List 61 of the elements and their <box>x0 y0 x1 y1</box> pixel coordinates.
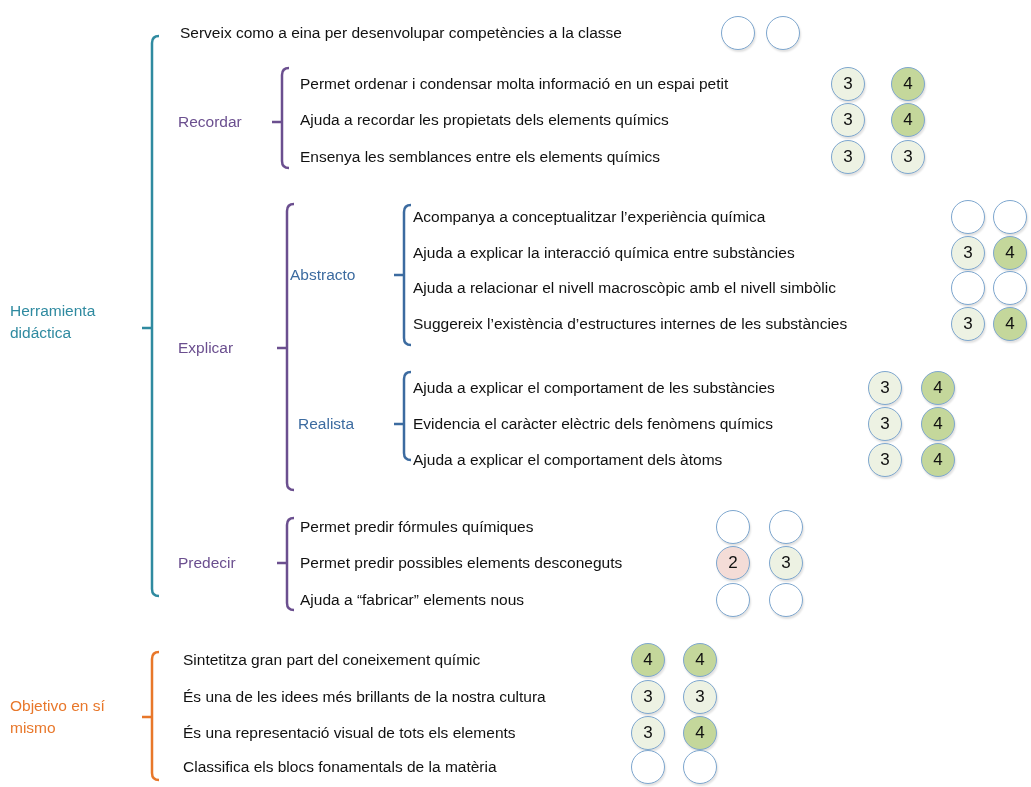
score-circle: 3 <box>868 371 902 405</box>
score-circle: 2 <box>716 546 750 580</box>
empty-circle <box>716 583 750 617</box>
score-circle: 3 <box>951 236 985 270</box>
item-text: És una de les idees més brillants de la nostra cultura <box>183 685 546 709</box>
score-circle: 4 <box>921 407 955 441</box>
score-circle: 4 <box>683 643 717 677</box>
score-circle: 4 <box>921 443 955 477</box>
empty-circle <box>993 271 1027 305</box>
score-circle: 4 <box>683 716 717 750</box>
category-label: Predecir <box>178 551 236 575</box>
score-circle: 3 <box>831 67 865 101</box>
item-text: Classifica els blocs fonamentals de la matèria <box>183 755 497 779</box>
score-circle: 4 <box>993 307 1027 341</box>
score-circle: 3 <box>951 307 985 341</box>
item-text: Permet ordenar i condensar molta informació en un espai petit <box>300 72 729 96</box>
empty-circle <box>769 583 803 617</box>
empty-circle <box>683 750 717 784</box>
score-circle: 3 <box>868 407 902 441</box>
empty-circle <box>721 16 755 50</box>
category-label: Abstracto <box>290 263 356 287</box>
empty-circle <box>769 510 803 544</box>
item-text: Permet predir possibles elements desconeguts <box>300 551 623 575</box>
item-text: Ajuda a explicar la interacció química entre substàncies <box>413 241 795 265</box>
score-circle: 4 <box>891 67 925 101</box>
empty-circle <box>951 271 985 305</box>
item-text: Sintetitza gran part del coneixement químic <box>183 648 481 672</box>
empty-circle <box>993 200 1027 234</box>
score-circle: 3 <box>868 443 902 477</box>
score-circle: 3 <box>831 140 865 174</box>
category-label: Recordar <box>178 110 242 134</box>
item-text: Suggereix l’existència d’estructures internes de les substàncies <box>413 312 848 336</box>
empty-circle <box>951 200 985 234</box>
item-text: Ajuda a explicar el comportament de les substàncies <box>413 376 775 400</box>
item-text: És una representació visual de tots els elements <box>183 721 516 745</box>
item-text: Ajuda a relacionar el nivell macroscòpic amb el nivell simbòlic <box>413 276 836 300</box>
item-text: Evidencia el caràcter elèctric dels fenòmens químics <box>413 412 774 436</box>
empty-circle <box>766 16 800 50</box>
category-label: Objetivo en sí mismo <box>10 694 128 740</box>
category-label: Herramienta didáctica <box>10 299 110 345</box>
score-circle: 3 <box>769 546 803 580</box>
item-text: Ensenya les semblances entre els elements químics <box>300 145 661 169</box>
score-circle: 4 <box>921 371 955 405</box>
empty-circle <box>631 750 665 784</box>
item-text: Ajuda a recordar les propietats dels elements químics <box>300 108 669 132</box>
item-text: Permet predir fórmules químiques <box>300 515 534 539</box>
score-circle: 3 <box>631 716 665 750</box>
item-text: Acompanya a conceptualitzar l’experiència química <box>413 205 766 229</box>
score-circle: 3 <box>683 680 717 714</box>
score-circle: 4 <box>631 643 665 677</box>
score-circle: 4 <box>891 103 925 137</box>
category-label: Explicar <box>178 336 234 360</box>
score-circle: 4 <box>993 236 1027 270</box>
item-text: Ajuda a “fabricar” elements nous <box>300 588 524 612</box>
item-text: Ajuda a explicar el comportament dels àtoms <box>413 448 723 472</box>
score-circle: 3 <box>891 140 925 174</box>
item-text: Serveix como a eina per desenvolupar competències a la classe <box>180 21 622 45</box>
category-label: Realista <box>298 412 354 436</box>
empty-circle <box>716 510 750 544</box>
score-circle: 3 <box>831 103 865 137</box>
score-circle: 3 <box>631 680 665 714</box>
